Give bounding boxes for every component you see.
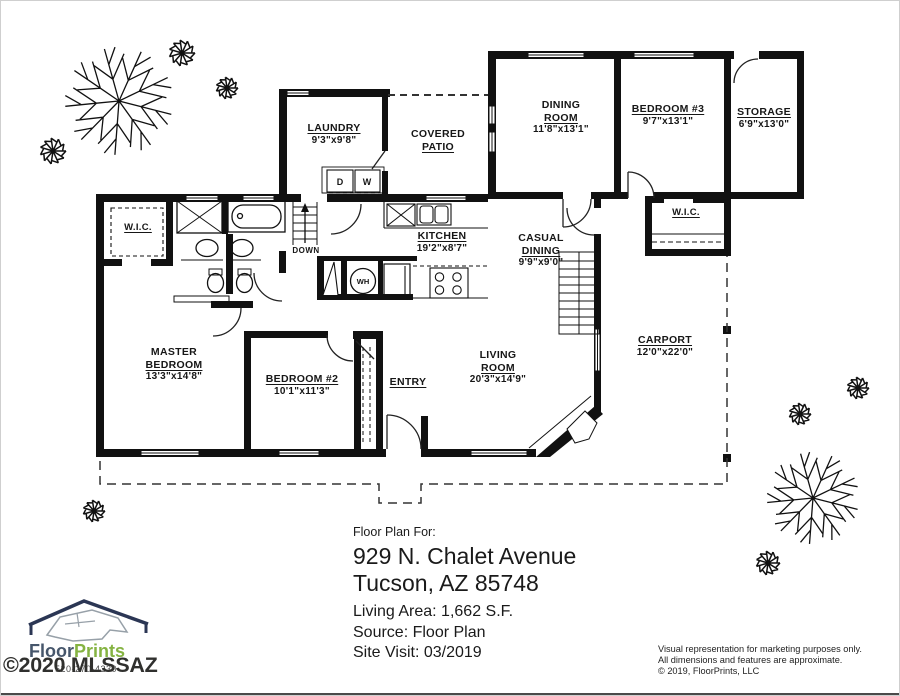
kitchen-fixtures [322, 202, 488, 299]
title-caption: Floor Plan For: [353, 525, 436, 539]
site-visit-line: Site Visit: 03/2019 [353, 644, 482, 662]
title-block: Floor Plan For: 929 N. Chalet Avenue Tuc… [353, 525, 576, 664]
door-arcs [212, 58, 759, 450]
windows [140, 52, 695, 456]
mls-watermark: ©2020 MLSSAZ [3, 653, 158, 677]
property-line [99, 94, 728, 504]
room-label-wic-master: W.I.C. [124, 222, 152, 233]
disclaimer: Visual representation for marketing purp… [658, 644, 862, 677]
disclaimer-line1: Visual representation for marketing purp… [658, 644, 862, 654]
logo-wordmark: FloorPrints [29, 641, 125, 661]
dryer-label: D [337, 177, 344, 187]
down-label: DOWN [292, 246, 320, 255]
tree-icons [39, 39, 870, 576]
washer-label: W [363, 177, 372, 187]
disclaimer-line2: All dimensions and features are approxim… [658, 655, 843, 665]
stairs-down [292, 202, 318, 245]
closet-lines [362, 233, 724, 445]
address-line1: 929 N. Chalet Avenue [353, 543, 577, 569]
logo-roof-icon [28, 599, 149, 642]
source-line: Source: Floor Plan [353, 623, 486, 641]
washer-dryer [321, 166, 385, 194]
sheet-bottom-border [1, 693, 899, 695]
stairs-casual [558, 251, 600, 335]
living-area: Living Area: 1,662 S.F. [353, 603, 514, 621]
water-heater-label: WH [357, 277, 370, 286]
floorprints-logo: FloorPrints 520-270-4230 [28, 599, 149, 674]
room-label-entry: ENTRY [389, 376, 427, 388]
bathroom-fixtures [110, 200, 286, 303]
disclaimer-line3: © 2019, FloorPrints, LLC [658, 666, 760, 676]
fireplace [528, 395, 598, 449]
logo-phone: 520-270-4230 [55, 664, 117, 674]
room-label-wic-hall: W.I.C. [672, 207, 700, 218]
address-line2: Tucson, AZ 85748 [353, 570, 539, 597]
